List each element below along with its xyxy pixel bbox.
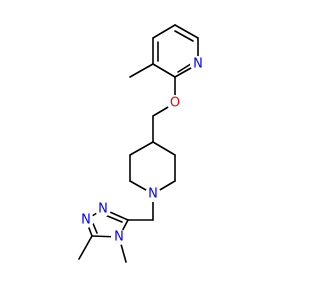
bond-pyr-methyl bbox=[129, 63, 154, 78]
triazole-nitrogen-1-label: N bbox=[81, 213, 91, 228]
pyridine-nitrogen-label: N bbox=[193, 57, 203, 72]
bond-tri-c5-methyl bbox=[78, 235, 93, 260]
molecule-structure-diagram: N O N N N N bbox=[78, 24, 206, 263]
ether-oxygen-atom: O bbox=[167, 95, 183, 111]
bond-pyr-c5-c4-double bbox=[174, 30, 194, 42]
triazole-nitrogen-1-atom: N bbox=[78, 212, 94, 228]
piperidine-nitrogen-atom: N bbox=[145, 186, 161, 202]
bond-pyr-c4-c3 bbox=[152, 24, 176, 39]
bond-pyr-c2-c1 bbox=[152, 63, 176, 78]
bond-pip-c5-c4 bbox=[129, 141, 154, 156]
atom-labels: N O N N N N bbox=[78, 56, 206, 245]
ether-oxygen-label: O bbox=[170, 96, 180, 111]
bond-pyr-c5-c4 bbox=[174, 24, 199, 39]
triazole-nitrogen-2-atom: N bbox=[95, 201, 111, 217]
bond-tri-n2-c3-double bbox=[104, 214, 123, 223]
triazole-nitrogen-4-label: N bbox=[114, 230, 124, 245]
triazole-nitrogen-4-atom: N bbox=[111, 229, 127, 245]
bond-lines bbox=[78, 24, 199, 263]
pyridine-nitrogen-atom: N bbox=[190, 56, 206, 72]
bond-pip-c4-c3 bbox=[152, 141, 176, 156]
piperidine-nitrogen-label: N bbox=[148, 187, 158, 202]
triazole-nitrogen-2-label: N bbox=[98, 202, 108, 217]
